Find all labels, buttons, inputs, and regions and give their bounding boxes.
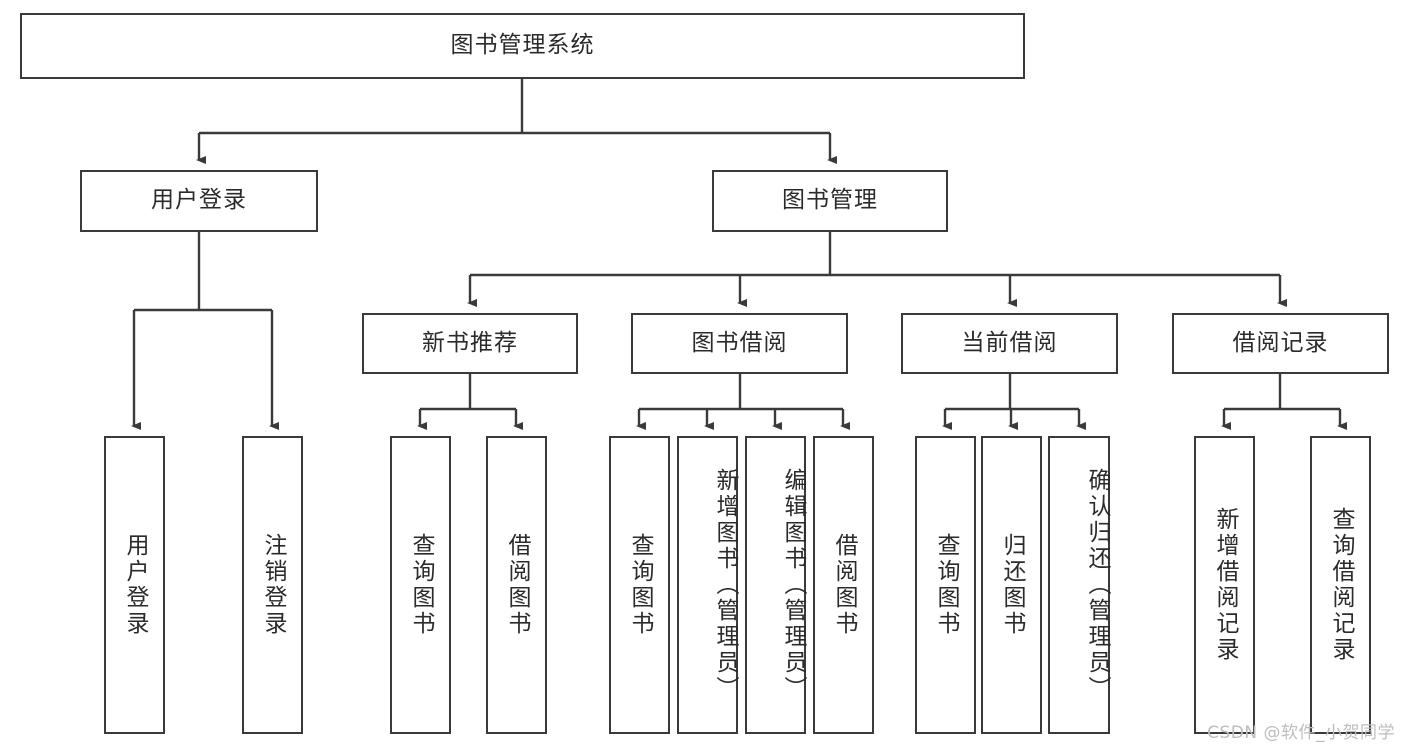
node-leaf-return-book[interactable]: 归还图书 [981, 436, 1042, 734]
node-leaf-query-book-borrow[interactable]: 查询图书 [609, 436, 670, 734]
node-book-borrow[interactable]: 图书借阅 [631, 313, 848, 374]
node-current-borrow[interactable]: 当前借阅 [901, 313, 1118, 374]
node-new-book-recommend[interactable]: 新书推荐 [362, 313, 578, 374]
node-leaf-borrow-book-recommend[interactable]: 借阅图书 [486, 436, 547, 734]
watermark-text: CSDN @软件_小贺同学 [1207, 723, 1395, 743]
node-leaf-query-book-current[interactable]: 查询图书 [915, 436, 976, 734]
node-leaf-add-borrow-record[interactable]: 新增借阅记录 [1194, 436, 1255, 734]
node-leaf-confirm-return-admin[interactable]: 确认归还（管理员） [1048, 436, 1110, 734]
node-user-login[interactable]: 用户登录 [80, 170, 318, 232]
node-leaf-logout[interactable]: 注销登录 [242, 436, 303, 734]
node-leaf-add-book-admin[interactable]: 新增图书（管理员） [677, 436, 738, 734]
node-leaf-user-login[interactable]: 用户登录 [104, 436, 165, 734]
node-leaf-query-book-recommend[interactable]: 查询图书 [390, 436, 451, 734]
node-leaf-edit-book-admin[interactable]: 编辑图书（管理员） [745, 436, 806, 734]
node-root-system[interactable]: 图书管理系统 [20, 13, 1025, 79]
node-leaf-query-borrow-record[interactable]: 查询借阅记录 [1310, 436, 1371, 734]
node-borrow-record[interactable]: 借阅记录 [1172, 313, 1389, 374]
node-leaf-borrow-book[interactable]: 借阅图书 [813, 436, 874, 734]
node-book-management[interactable]: 图书管理 [712, 170, 948, 232]
